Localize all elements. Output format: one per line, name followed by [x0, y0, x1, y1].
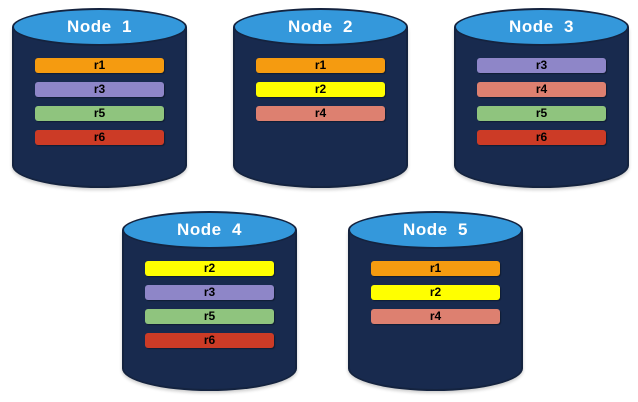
shard-bar-r4[interactable]: r4 — [255, 106, 386, 121]
shard-bar-r1[interactable]: r1 — [255, 58, 386, 73]
shard-bar-r1[interactable]: r1 — [370, 261, 501, 276]
cylinder-top-ellipse — [233, 8, 408, 46]
shard-bar-r3[interactable]: r3 — [34, 82, 165, 97]
cylinder-top-ellipse — [122, 211, 297, 249]
node-label: Node 3 — [509, 17, 574, 36]
shard-bar-r5[interactable]: r5 — [34, 106, 165, 121]
node-cylinder-2[interactable]: Node 2 r1 r2 r4 — [233, 8, 408, 188]
shard-list: r1 r3 r5 r6 — [34, 58, 165, 145]
shard-bar-r5[interactable]: r5 — [476, 106, 607, 121]
shard-bar-r6[interactable]: r6 — [144, 333, 275, 348]
node-label: Node 1 — [67, 17, 132, 36]
cylinder-top-ellipse — [348, 211, 523, 249]
node-cylinder-1[interactable]: Node 1 r1 r3 r5 r6 — [12, 8, 187, 188]
node-cylinder-4[interactable]: Node 4 r2 r3 r5 r6 — [122, 211, 297, 391]
shard-bar-r2[interactable]: r2 — [255, 82, 386, 97]
shard-bar-r4[interactable]: r4 — [476, 82, 607, 97]
shard-bar-r3[interactable]: r3 — [476, 58, 607, 73]
shard-bar-r3[interactable]: r3 — [144, 285, 275, 300]
node-label: Node 5 — [403, 220, 468, 239]
shard-bar-r6[interactable]: r6 — [476, 130, 607, 145]
shard-bar-r5[interactable]: r5 — [144, 309, 275, 324]
shard-bar-r6[interactable]: r6 — [34, 130, 165, 145]
node-cylinder-3[interactable]: Node 3 r3 r4 r5 r6 — [454, 8, 629, 188]
shard-list: r2 r3 r5 r6 — [144, 261, 275, 348]
node-label: Node 2 — [288, 17, 353, 36]
shard-list: r1 r2 r4 — [255, 58, 386, 121]
shard-bar-r4[interactable]: r4 — [370, 309, 501, 324]
cylinder-top-ellipse — [454, 8, 629, 46]
node-cylinder-5[interactable]: Node 5 r1 r2 r4 — [348, 211, 523, 391]
shard-list: r3 r4 r5 r6 — [476, 58, 607, 145]
shard-bar-r1[interactable]: r1 — [34, 58, 165, 73]
node-label: Node 4 — [177, 220, 242, 239]
cylinder-top-ellipse — [12, 8, 187, 46]
shard-bar-r2[interactable]: r2 — [370, 285, 501, 300]
shard-list: r1 r2 r4 — [370, 261, 501, 324]
shard-bar-r2[interactable]: r2 — [144, 261, 275, 276]
